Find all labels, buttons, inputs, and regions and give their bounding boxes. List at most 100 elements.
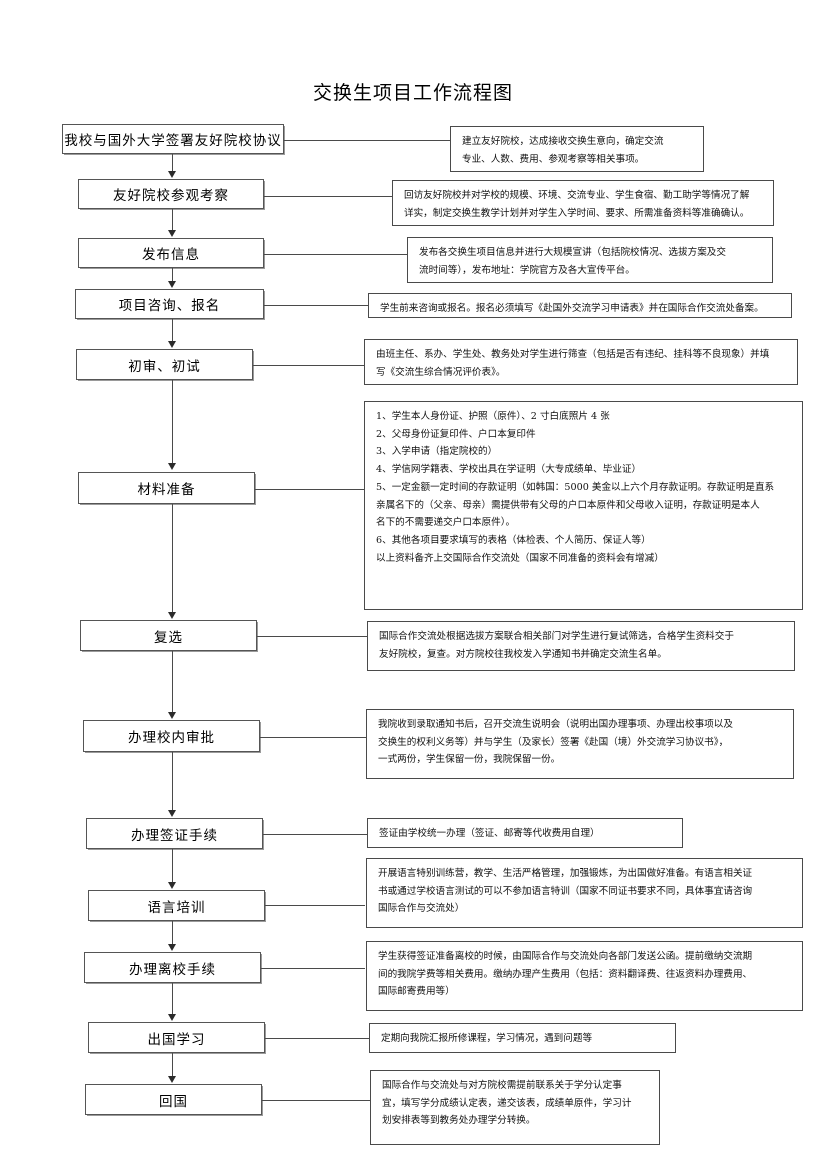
leader-line-7 xyxy=(257,636,367,637)
flow-node-label: 复选 xyxy=(154,629,183,646)
arrowhead-9-10 xyxy=(168,882,176,889)
flow-node-label: 办理离校手续 xyxy=(129,961,216,978)
note-line: 由班主任、系办、学生处、教务处对学生进行筛查（包括是否有违纪、挂科等不良现象）并… xyxy=(376,349,770,360)
annotation-note-4: 学生前来咨询或报名。报名必须填写《赴国外交流学习申请表》并在国际合作交流处备案。 xyxy=(368,293,792,318)
arrowhead-4-5 xyxy=(168,341,176,348)
note-line: 国际合作交流处根据选拔方案联合相关部门对学生进行复试筛选，合格学生资料交于 xyxy=(379,631,734,642)
note-line: 详实，制定交换生教学计划并对学生入学时间、要求、所需准备资料等准确确认。 xyxy=(404,207,750,219)
arrowhead-1-2 xyxy=(168,171,176,178)
note-line: 发布各交换生项目信息并进行大规模宣讲（包括院校情况、选拔方案及交 xyxy=(419,247,726,258)
flow-node-10[interactable]: 语言培训 xyxy=(88,890,265,921)
leader-line-11 xyxy=(261,968,365,969)
leader-line-3 xyxy=(264,254,407,255)
flow-node-label: 友好院校参观考察 xyxy=(113,188,229,204)
annotation-note-5: 由班主任、系办、学生处、教务处对学生进行筛查（包括是否有违纪、挂科等不良现象）并… xyxy=(364,339,798,385)
arrowhead-7-8 xyxy=(168,712,176,719)
flow-node-label: 语言培训 xyxy=(147,899,206,916)
flow-node-label: 我校与国外大学签署友好院校协议 xyxy=(64,133,282,149)
flow-node-13[interactable]: 回国 xyxy=(85,1084,262,1115)
flow-node-label: 办理校内审批 xyxy=(128,730,215,746)
page-title: 交换生项目工作流程图 xyxy=(312,82,513,104)
note-line: 签证由学校统一办理（签证、邮寄等代收费用自理） xyxy=(379,828,600,839)
connector-10-11 xyxy=(172,921,173,945)
arrowhead-5-6 xyxy=(168,463,176,470)
note-line: 6、其他各项目要求填写的表格（体检表、个人简历、保证人等） xyxy=(376,535,651,547)
leader-line-1 xyxy=(284,140,450,141)
note-line: 以上资料备齐上交国际合作交流处（国家不同准备的资料会有增减） xyxy=(376,552,664,564)
note-line: 学生前来咨询或报名。报名必须填写《赴国外交流学习申请表》并在国际合作交流处备案。 xyxy=(380,303,764,314)
annotation-note-1: 建立友好院校，达成接收交换生意向，确定交流 专业、人数、费用、参观考察等相关事项… xyxy=(450,126,704,172)
flow-node-11[interactable]: 办理离校手续 xyxy=(84,952,261,983)
note-line: 回访友好院校并对学校的规模、环境、交流专业、学生食宿、勤工助学等情况了解 xyxy=(404,190,750,201)
leader-line-4 xyxy=(264,305,368,306)
connector-6-7 xyxy=(172,504,173,613)
arrowhead-6-7 xyxy=(168,612,176,619)
connector-11-12 xyxy=(172,983,173,1015)
connector-8-9 xyxy=(172,752,173,811)
annotation-note-2: 回访友好院校并对学校的规模、环境、交流专业、学生食宿、勤工助学等情况了解 详实，… xyxy=(392,180,774,226)
note-line: 国际合作与交流处与对方院校需提前联系关于学分认定事 xyxy=(382,1080,622,1091)
note-line: 友好院校，复查。对方院校往我校发入学通知书并确定交流生名单。 xyxy=(379,648,667,660)
arrowhead-8-9 xyxy=(168,810,176,817)
note-line: 1、学生本人身份证、护照（原件）、2 寸白底照片 4 张 xyxy=(376,411,610,422)
note-line: 流时间等），发布地址：学院官方及各大宣传平台。 xyxy=(419,264,635,276)
note-line: 3、入学申请（指定院校的） xyxy=(376,446,498,458)
connector-5-6 xyxy=(172,380,173,464)
arrowhead-10-11 xyxy=(168,944,176,951)
flow-node-label: 项目咨询、报名 xyxy=(118,298,221,314)
leader-line-13 xyxy=(262,1100,370,1101)
leader-line-6 xyxy=(255,489,365,490)
note-line: 5、一定金额一定时间的存款证明（如韩国：5000 美金以上六个月存款证明。存款证… xyxy=(376,481,775,493)
leader-line-2 xyxy=(264,196,392,197)
leader-line-10 xyxy=(265,905,365,906)
flow-node-4[interactable]: 项目咨询、报名 xyxy=(75,289,264,319)
note-line: 学生获得签证准备离校的时候，由国际合作与交流处向各部门发送公函。提前缴纳交流期 xyxy=(378,951,753,962)
note-line: 4、学信网学籍表、学校出具在学证明（大专成绩单、毕业证） xyxy=(376,464,642,476)
flow-node-6[interactable]: 材料准备 xyxy=(78,472,255,504)
flow-node-1[interactable]: 我校与国外大学签署友好院校协议 xyxy=(62,124,284,154)
annotation-note-9: 签证由学校统一办理（签证、邮寄等代收费用自理） xyxy=(367,818,683,848)
connector-9-10 xyxy=(172,849,173,883)
annotation-note-11: 学生获得签证准备离校的时候，由国际合作与交流处向各部门发送公函。提前缴纳交流期 … xyxy=(366,941,803,1011)
note-line: 交换生的权利义务等）并与学生（及家长）签署《赴国（境）外交流学习协议书》， xyxy=(378,736,729,748)
note-line: 开展语言特别训练营，教学、生活严格管理，加强锻炼，为出国做好准备。有语言相关证 xyxy=(378,868,753,879)
leader-line-12 xyxy=(265,1038,369,1039)
note-line: 书或通过学校语言测试的可以不参加语言特训（国家不同证书要求不同，具体事宜请咨询 xyxy=(378,885,753,897)
flow-node-3[interactable]: 发布信息 xyxy=(78,238,264,268)
note-line: 宜，填写学分成绩认定表，递交该表，成绩单原件，学习计 xyxy=(382,1097,632,1109)
note-line: 国际邮寄费用等） xyxy=(378,986,455,998)
flow-node-2[interactable]: 友好院校参观考察 xyxy=(78,179,264,209)
flow-node-label: 发布信息 xyxy=(142,247,200,263)
arrowhead-2-3 xyxy=(168,230,176,237)
annotation-note-8: 我院收到录取通知书后，召开交流生说明会（说明出国办理事项、办理出校事项以及 交换… xyxy=(366,709,794,779)
annotation-note-3: 发布各交换生项目信息并进行大规模宣讲（包括院校情况、选拔方案及交 流时间等），发… xyxy=(407,237,773,283)
note-line: 专业、人数、费用、参观考察等相关事项。 xyxy=(462,153,645,165)
flow-node-8[interactable]: 办理校内审批 xyxy=(83,720,260,752)
flow-node-label: 办理签证手续 xyxy=(131,827,218,844)
arrowhead-12-13 xyxy=(168,1076,176,1083)
note-line: 间的我院学费等相关费用。缴纳办理产生费用（包括：资料翻译费、往返资料办理费用、 xyxy=(378,968,753,980)
flow-node-5[interactable]: 初审、初试 xyxy=(76,349,253,380)
flow-node-label: 初审、初试 xyxy=(128,358,201,375)
flow-node-9[interactable]: 办理签证手续 xyxy=(86,818,263,849)
annotation-note-13: 国际合作与交流处与对方院校需提前联系关于学分认定事 宜，填写学分成绩认定表，递交… xyxy=(370,1070,660,1145)
connector-12-13 xyxy=(172,1053,173,1077)
annotation-note-6: 1、学生本人身份证、护照（原件）、2 寸白底照片 4 张 2、父母身份证复印件、… xyxy=(364,401,803,610)
connector-1-2 xyxy=(172,154,173,172)
flow-node-12[interactable]: 出国学习 xyxy=(88,1022,265,1053)
connector-3-4 xyxy=(172,268,173,282)
annotation-note-10: 开展语言特别训练营，教学、生活严格管理，加强锻炼，为出国做好准备。有语言相关证 … xyxy=(366,858,803,928)
flow-node-label: 材料准备 xyxy=(137,482,196,498)
arrowhead-3-4 xyxy=(168,281,176,288)
arrowhead-11-12 xyxy=(168,1014,176,1021)
flow-node-label: 回国 xyxy=(159,1093,188,1110)
note-line: 划安排表等到教务处办理学分转换。 xyxy=(382,1115,536,1127)
flow-node-label: 出国学习 xyxy=(147,1031,206,1048)
connector-7-8 xyxy=(172,651,173,713)
note-line: 我院收到录取通知书后，召开交流生说明会（说明出国办理事项、办理出校事项以及 xyxy=(378,719,733,730)
note-line: 亲属名下的（父亲、母亲）需提供带有父母的户口本原件和父母收入证明，存款证明是本人 xyxy=(376,499,760,511)
connector-2-3 xyxy=(172,209,173,231)
note-line: 2、父母身份证复印件、户口本复印件 xyxy=(376,428,536,440)
flow-node-7[interactable]: 复选 xyxy=(80,620,257,651)
